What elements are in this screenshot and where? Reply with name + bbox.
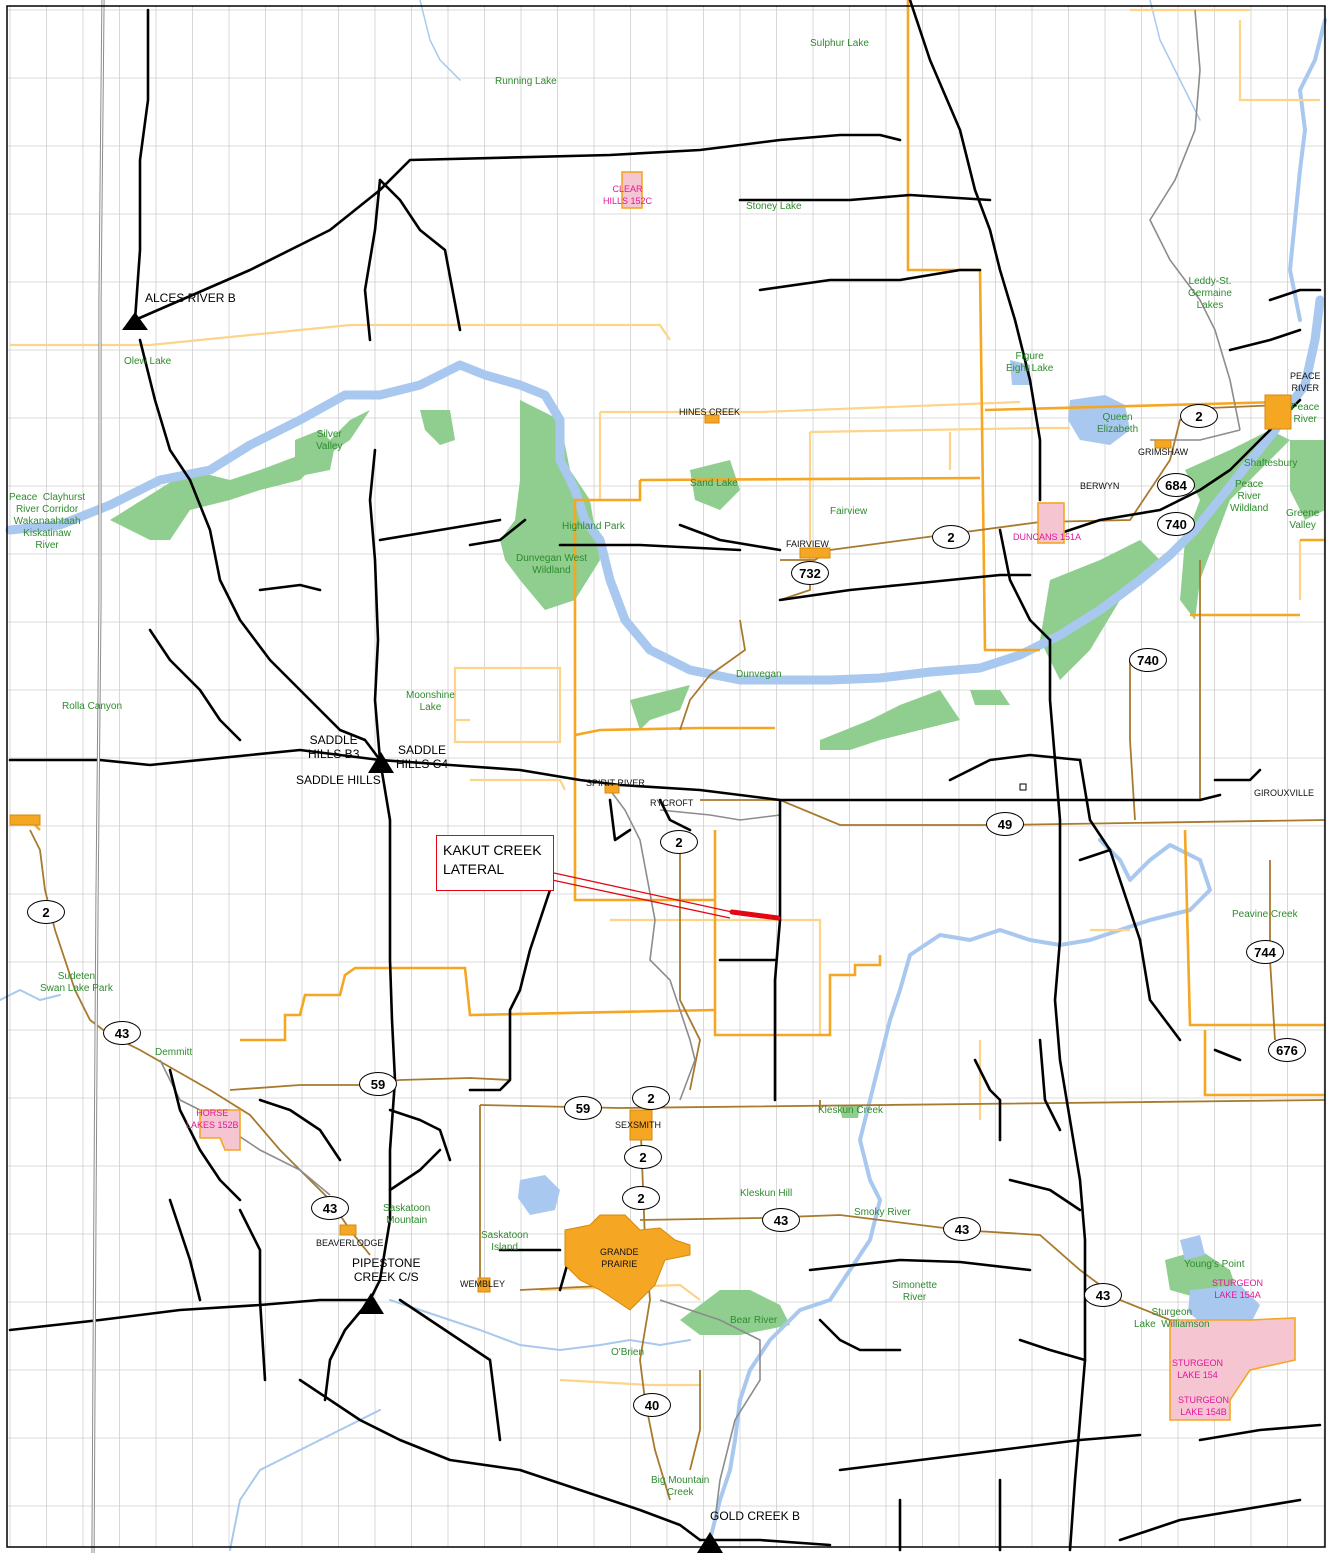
reserve-sturgeon-lake-154b: STURGEON LAKE 154B — [1178, 1395, 1230, 1417]
highway-shield-684: 684 — [1157, 473, 1195, 497]
place-obrien: O'Brien — [611, 1347, 645, 1358]
place-youngs-point: Young's Point — [1184, 1259, 1245, 1270]
town-berwyn: BERWYN — [1080, 481, 1120, 491]
station-saddle-hills-b3: SADDLE HILLS B3 — [308, 733, 360, 761]
place-peavine-creek: Peavine Creek — [1232, 909, 1298, 920]
highway-shield-43-beaverlodge: 43 — [311, 1196, 349, 1220]
towns — [9, 394, 1292, 1311]
site-marker — [1019, 783, 1027, 791]
kakut-creek-pipeline — [551, 872, 781, 921]
place-running-lake: Running Lake — [495, 76, 557, 87]
highway-shield-740-south: 740 — [1129, 648, 1167, 672]
place-kleskun-hill: Kleskun Hill — [740, 1188, 793, 1199]
place-moonshine-lake: Moonshine Lake — [406, 690, 455, 713]
place-sturgeon-lake-williamson: Sturgeon Lake Williamson — [1134, 1307, 1210, 1330]
place-demmitt: Demmitt — [155, 1047, 193, 1058]
map-frame — [6, 5, 1326, 1548]
town-beaverlodge: BEAVERLODGE — [316, 1238, 384, 1248]
highway-shield-49: 49 — [986, 812, 1024, 836]
place-sand-lake: Sand Lake — [690, 478, 738, 489]
place-big-mountain-creek: Big Mountain Creek — [651, 1475, 710, 1498]
highway-shield-2-sexsmith-mid: 2 — [624, 1145, 662, 1169]
highway-shield-2-rycroft: 2 — [660, 830, 698, 854]
lakes — [518, 360, 1260, 1330]
place-dunvegan: Dunvegan — [736, 669, 782, 680]
highway-shield-744: 744 — [1246, 940, 1284, 964]
town-peace-river: PEACE RIVER — [1290, 371, 1321, 393]
place-queen-elizabeth: Queen Elizabeth — [1097, 412, 1139, 435]
protected-areas — [110, 400, 1325, 1335]
town-fairview: FAIRVIEW — [786, 539, 829, 549]
town-grande-prairie: GRANDE PRAIRIE — [600, 1247, 639, 1269]
reserves — [199, 171, 1296, 1421]
town-girouxville: GIROUXVILLE — [1254, 788, 1315, 798]
highway-shield-732: 732 — [791, 561, 829, 585]
place-saskatoon-mountain: Saskatoon Mountain — [383, 1203, 431, 1226]
reserve-sturgeon-lake-154a: STURGEON LAKE 154A — [1212, 1278, 1264, 1300]
highway-shield-2-peace: 2 — [1180, 404, 1218, 428]
place-peace-river-park: Peace River — [1291, 402, 1320, 425]
place-peace-clayhurst: Peace Clayhurst River Corridor Wakanaaht… — [9, 492, 86, 551]
town-sexsmith: SEXSMITH — [615, 1120, 662, 1130]
highway-shield-43-east: 43 — [943, 1217, 981, 1241]
municipal-boundaries-major — [10, 0, 1325, 1097]
town-spirit-river: SPIRIT RIVER — [586, 778, 645, 788]
highway-shield-59-east: 59 — [564, 1096, 602, 1120]
place-stoney-lake: Stoney Lake — [746, 201, 802, 212]
station-saddle-hills-c4: SADDLE HILLS C4 — [396, 743, 449, 771]
station-pipestone-creek: PIPESTONE CREEK C/S — [352, 1256, 421, 1284]
highway-shield-676: 676 — [1268, 1038, 1306, 1062]
highway-shield-2-sexsmith-south: 2 — [622, 1186, 660, 1210]
town-hines-creek: HINES CREEK — [679, 407, 741, 417]
reserve-clear-hills: CLEAR HILLS 152C — [603, 184, 653, 206]
place-saskatoon-island: Saskatoon Island — [481, 1230, 529, 1253]
township-grid — [7, 6, 1325, 1547]
callout-line-2: LATERAL — [443, 861, 505, 877]
place-silver-valley: Silver Valley — [316, 429, 343, 452]
highway-shield-740-north: 740 — [1157, 512, 1195, 536]
place-highland-park: Highland Park — [562, 521, 625, 532]
place-kleskun-creek: Kleskun Creek — [818, 1105, 884, 1116]
highway-shield-2-fairview: 2 — [932, 525, 970, 549]
highway-shield-59-west: 59 — [359, 1072, 397, 1096]
place-dunvegan-west-wildland: Dunvegan West Wildland — [516, 553, 587, 576]
railways — [159, 9, 1241, 1521]
reserve-horse-lakes: HORSE LAKES 152B — [186, 1108, 239, 1130]
highway-shield-43-far-east: 43 — [1084, 1283, 1122, 1307]
reserve-sturgeon-lake-154: STURGEON LAKE 154 — [1172, 1358, 1224, 1380]
place-leddy-st-germaine-lakes: Leddy-St. Germaine Lakes — [1188, 276, 1232, 311]
place-peace-river-wildland: Peace River Wildland — [1230, 479, 1269, 514]
place-bear-river: Bear River — [730, 1315, 778, 1326]
highways — [8, 0, 1322, 1552]
kakut-creek-lateral-callout: KAKUT CREEK LATERAL — [436, 835, 554, 891]
place-olew-lake: Olew Lake — [124, 356, 172, 367]
callout-line-1: KAKUT CREEK — [443, 842, 542, 858]
highway-shield-43-grande-prairie: 43 — [762, 1208, 800, 1232]
municipal-boundaries-minor — [10, 8, 1320, 1387]
place-rolla-canyon: Rolla Canyon — [62, 701, 123, 712]
meridian-line — [91, 0, 105, 1553]
place-simonette-river: Simonette River — [892, 1280, 938, 1303]
highway-shield-2-west: 2 — [27, 900, 65, 924]
station-alces-river-b: ALCES RIVER B — [145, 291, 236, 305]
place-greene-valley: Greene Valley — [1286, 508, 1320, 531]
place-smoky-river: Smoky River — [854, 1207, 911, 1218]
highway-shield-43-west: 43 — [103, 1021, 141, 1045]
town-wembley: WEMBLEY — [460, 1279, 506, 1289]
station-saddle-hills: SADDLE HILLS — [296, 773, 381, 787]
highway-shield-2-sexsmith-north: 2 — [632, 1086, 670, 1110]
highway-shield-40: 40 — [633, 1393, 671, 1417]
place-sudeten-swan-lake: Sudeten Swan Lake Park — [40, 971, 113, 994]
station-gold-creek-b: GOLD CREEK B — [710, 1509, 801, 1523]
place-sulphur-lake: Sulphur Lake — [810, 38, 869, 49]
place-shaftesbury: Shaftesbury — [1244, 458, 1298, 469]
town-rycroft: RYCROFT — [650, 798, 694, 808]
place-figure-eight-lake: Figure Eight Lake — [1006, 351, 1054, 374]
town-grimshaw: GRIMSHAW — [1138, 447, 1189, 457]
reserve-duncans: DUNCANS 151A — [1013, 532, 1082, 542]
place-fairview-park: Fairview — [830, 506, 868, 517]
